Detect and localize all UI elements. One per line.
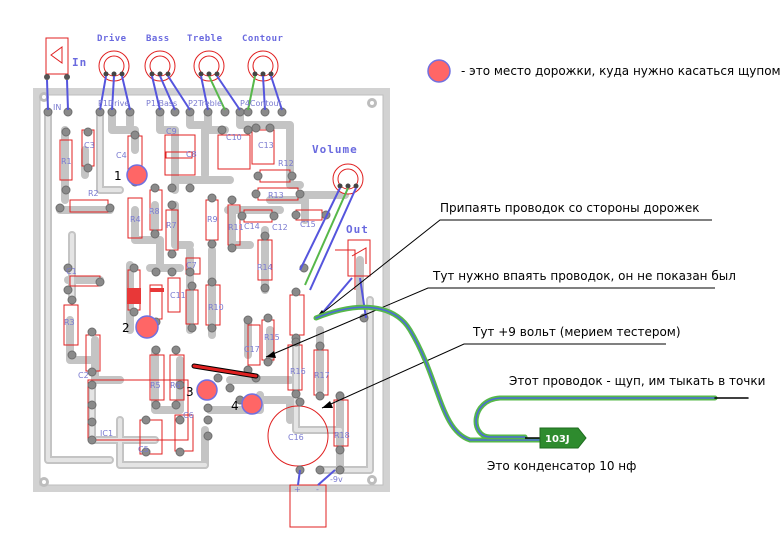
- ref-C1: C1: [66, 267, 77, 276]
- probe-point-1: 1: [114, 164, 148, 186]
- ref-R18: R18: [334, 431, 350, 440]
- ref-C9: C9: [166, 127, 177, 136]
- input-jack: In: [44, 37, 87, 111]
- battery-minus: -: [316, 485, 319, 494]
- legend-point-icon: [427, 59, 451, 83]
- ref-p1: P1Drive: [98, 99, 129, 108]
- ref-IC1: IC1: [100, 429, 113, 438]
- point-label-4: 4: [231, 399, 239, 413]
- pot-bass: Bass: [144, 34, 191, 111]
- ref-R15: R15: [264, 333, 280, 342]
- annotation-capacitor: Это конденсатор 10 нф: [487, 459, 636, 473]
- annotation-probe: Этот проводок - щуп, им тыкать в точки: [509, 374, 765, 388]
- ref-C8: C8: [186, 150, 197, 159]
- ref-in: IN: [53, 103, 61, 112]
- ref-R10: R10: [208, 303, 224, 312]
- pot-treble: Treble: [187, 34, 241, 111]
- legend-text: - это место дорожки, куда нужно касаться…: [461, 64, 780, 78]
- filled-parts: [127, 151, 193, 304]
- in-label: In: [72, 56, 87, 69]
- ref-R3: R3: [64, 318, 75, 327]
- battery-plus: +: [294, 485, 301, 494]
- probe-point-4: 4: [231, 393, 263, 415]
- ref-R7: R7: [166, 221, 177, 230]
- pot-label-bass: Bass: [146, 34, 170, 44]
- ref-R2: R2: [88, 189, 99, 198]
- ref-9v: -9v: [330, 475, 343, 484]
- ref-R13: R13: [268, 191, 284, 200]
- capacitor-label: 103J: [545, 434, 570, 445]
- ref-R6: R6: [170, 381, 181, 390]
- ref-R8: R8: [149, 207, 160, 216]
- ref-R16: R16: [290, 367, 306, 376]
- point-label-3: 3: [186, 385, 194, 399]
- ref-C7: C7: [186, 261, 197, 270]
- capacitor-103j: 103J: [525, 427, 587, 449]
- ref-C16: C16: [288, 433, 304, 442]
- ref-C17: C17: [244, 345, 260, 354]
- leader-lines: [265, 219, 715, 409]
- battery-wires: [297, 469, 336, 486]
- ref-R12: R12: [278, 159, 294, 168]
- ref-p4: P4Contour: [240, 99, 283, 108]
- ref-C15: C15: [300, 220, 316, 229]
- point-label-1: 1: [114, 169, 122, 183]
- legend: - это место дорожки, куда нужно касаться…: [427, 59, 780, 83]
- component-labels: IN P1Drive P1.Bass P2Treble P4Contour R1…: [53, 99, 350, 494]
- ref-C10: C10: [226, 133, 242, 142]
- pot-drive: Drive: [97, 33, 131, 111]
- probe-points: 1 2 3 4: [114, 164, 263, 415]
- pot-contour: Contour: [242, 34, 284, 111]
- ref-C3: C3: [84, 141, 95, 150]
- ref-R17: R17: [314, 371, 330, 380]
- probe-point-3: 3: [186, 379, 218, 401]
- annotation-solder-side: Припаять проводок со стороны дорожек: [440, 201, 699, 215]
- point-label-2: 2: [122, 321, 130, 335]
- ref-R4: R4: [130, 215, 141, 224]
- ref-p2: P2Treble: [188, 99, 222, 108]
- pot-label-contour: Contour: [242, 34, 284, 44]
- probe-point-2: 2: [122, 315, 159, 339]
- pot-label-drive: Drive: [97, 33, 127, 44]
- pot-volume: Volume: [299, 143, 364, 291]
- ref-R1: R1: [61, 157, 72, 166]
- out-label: Out: [346, 223, 369, 236]
- ref-C11: C11: [170, 291, 186, 300]
- ref-C13: C13: [258, 141, 274, 150]
- ref-R14: R14: [257, 263, 273, 272]
- ref-R9: R9: [207, 215, 218, 224]
- ref-C12: C12: [272, 223, 288, 232]
- annotation-solder-wire: Тут нужно впаять проводок, он не показан…: [432, 269, 736, 283]
- ref-C2: C2: [78, 371, 89, 380]
- ref-p1b: P1.Bass: [146, 99, 177, 108]
- ref-R11: R11: [228, 223, 244, 232]
- probe-wire: [313, 304, 749, 443]
- volume-label: Volume: [312, 143, 358, 156]
- ref-C14: C14: [244, 222, 260, 231]
- ref-C4: C4: [116, 151, 127, 160]
- pot-label-treble: Treble: [187, 34, 223, 44]
- ref-R5: R5: [150, 381, 161, 390]
- ref-C6: C6: [183, 411, 194, 420]
- jumper-wire: [191, 363, 259, 379]
- ref-C5: C5: [138, 445, 149, 454]
- annotation-plus9: Тут +9 вольт (мерием тестером): [472, 325, 681, 339]
